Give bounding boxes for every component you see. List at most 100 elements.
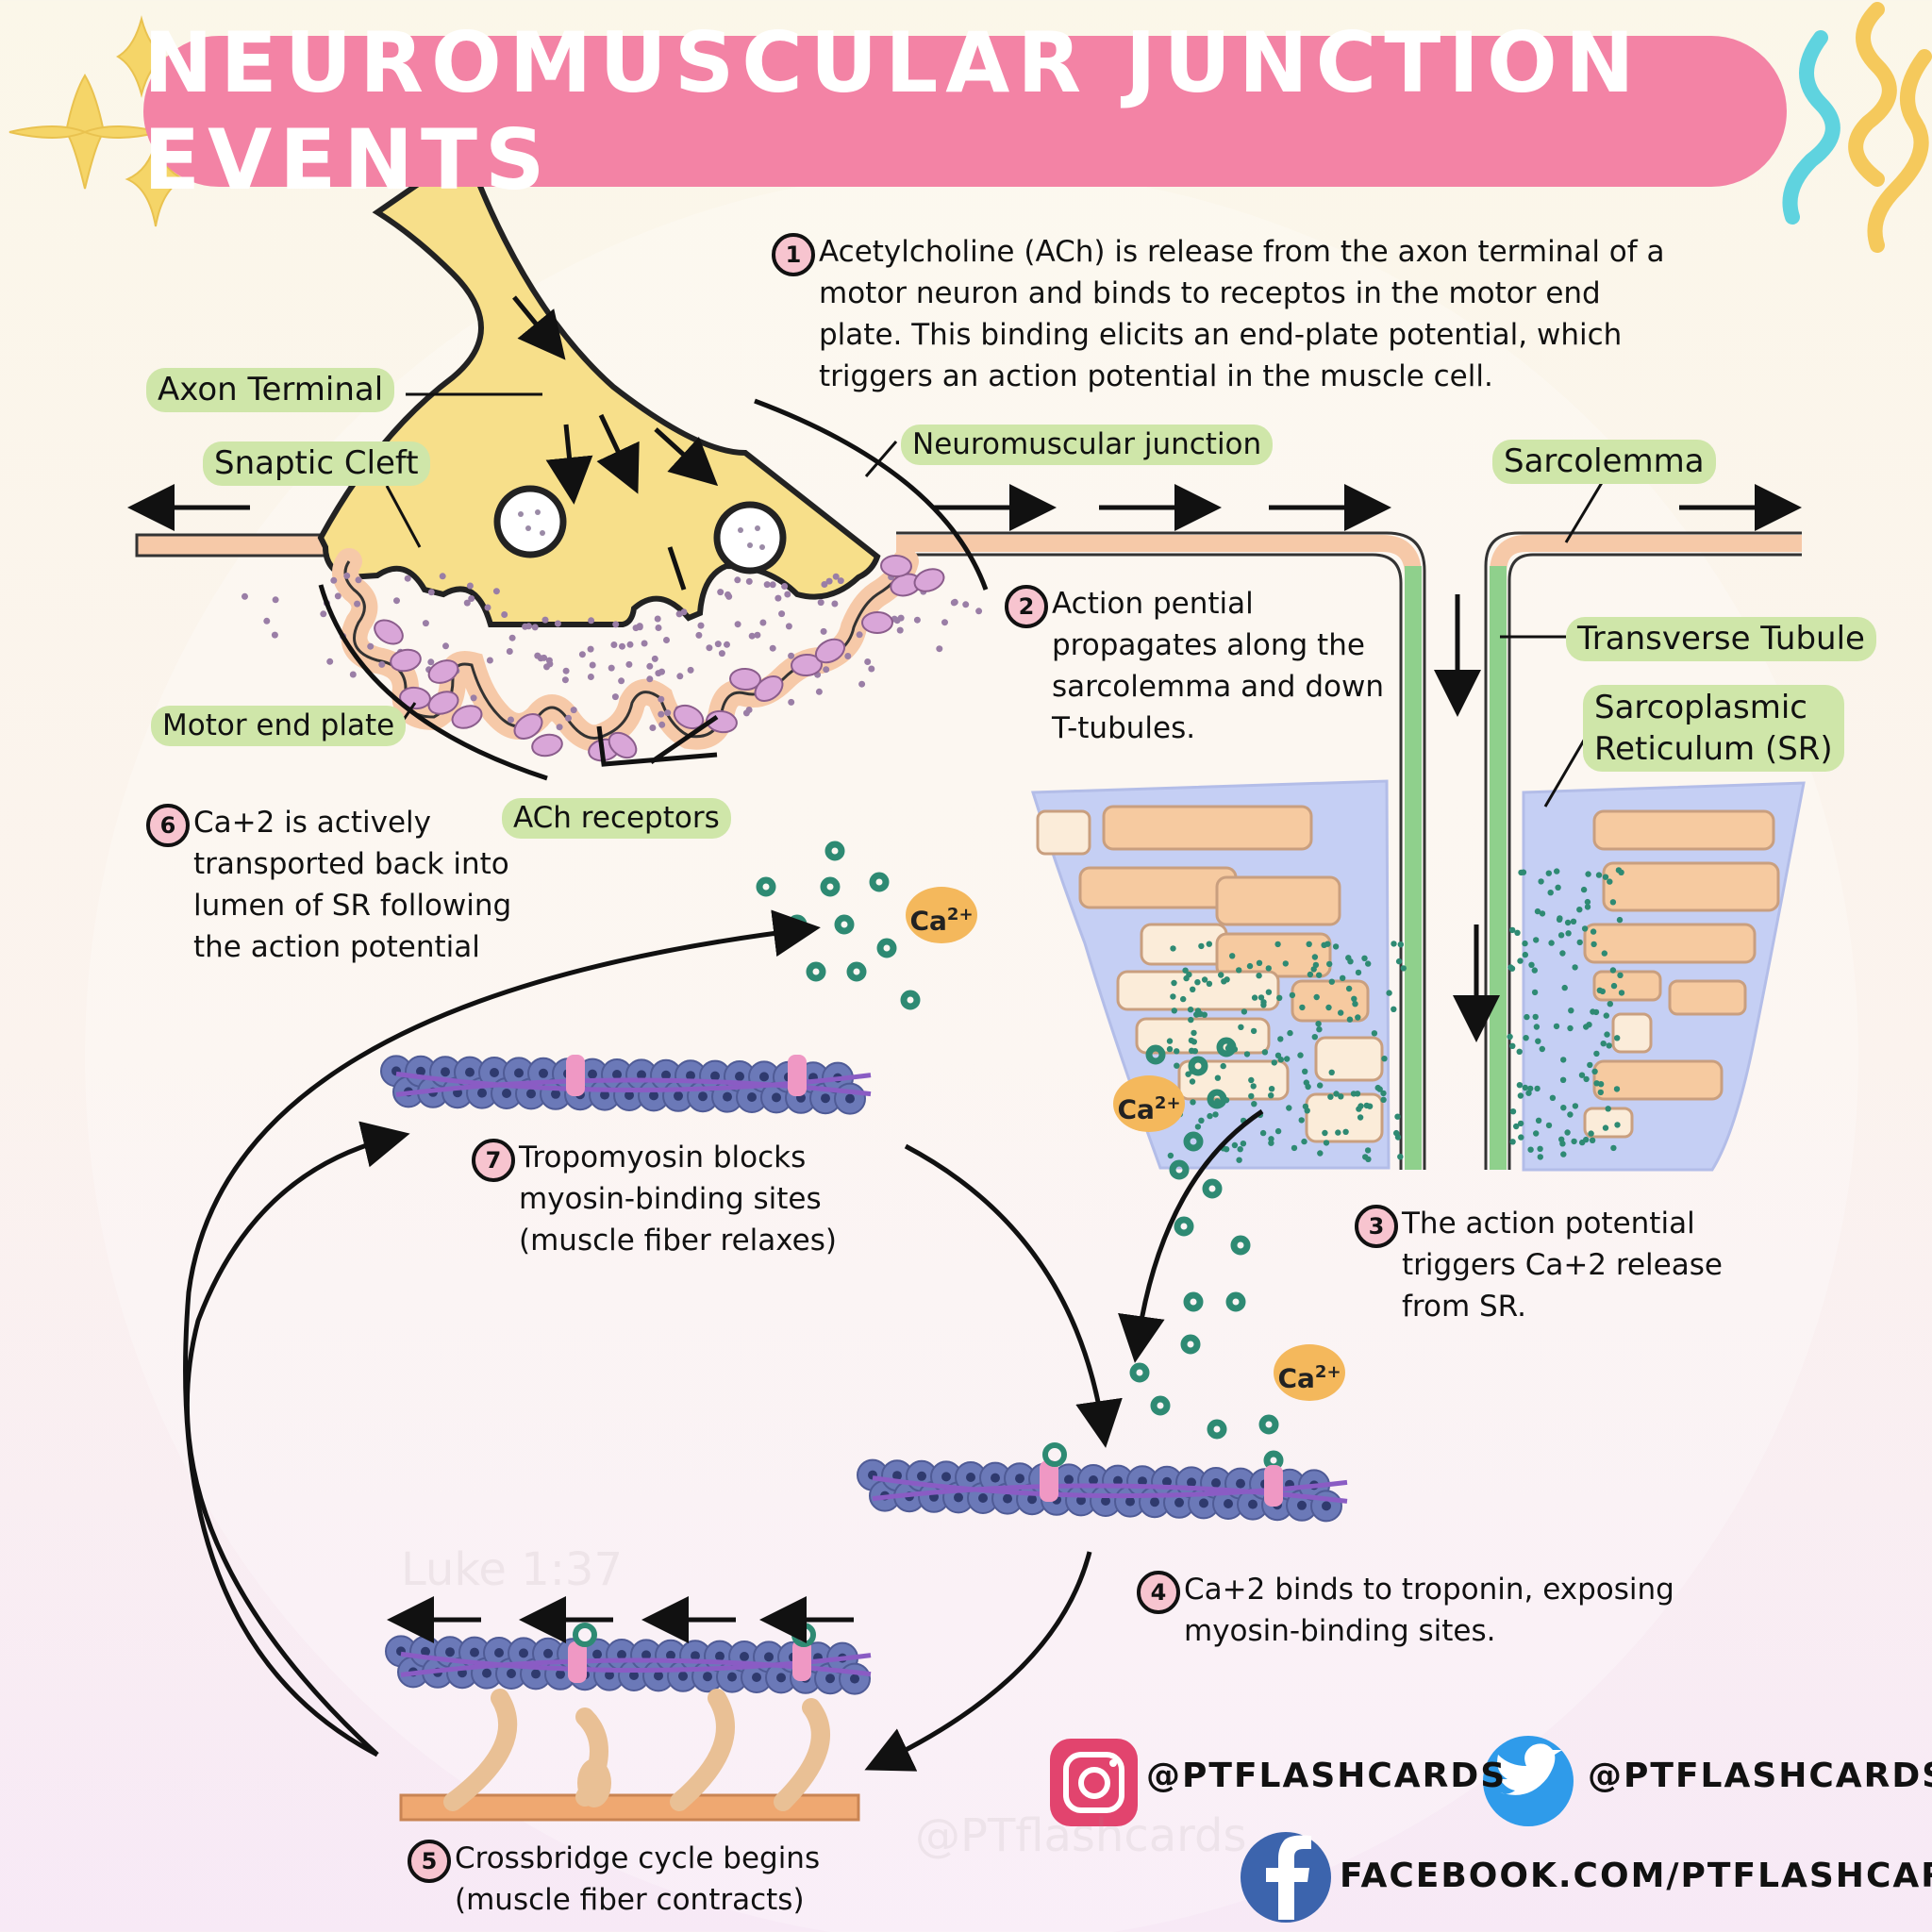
squiggle-icon	[1782, 2, 1932, 253]
sr-calcium-dot	[1362, 1154, 1369, 1160]
sr-calcium-dot	[1224, 976, 1230, 983]
actin-monomer-core	[1015, 1474, 1024, 1484]
sr-calcium-dot	[1595, 872, 1603, 878]
twitter-icon[interactable]	[1483, 1736, 1574, 1826]
actin-monomer-core	[526, 1089, 536, 1099]
sr-calcium-dot	[1241, 1008, 1248, 1015]
ach-molecule	[263, 617, 271, 625]
ach-molecule	[367, 642, 375, 650]
ach-molecule	[565, 714, 572, 722]
sr-calcium-dot	[1327, 1093, 1334, 1100]
calcium-bubble: Ca2+	[906, 887, 977, 943]
calcium-ion	[1225, 1291, 1246, 1312]
ach-molecule	[320, 610, 327, 618]
sr-calcium-dot	[1601, 950, 1608, 957]
actin-monomer-core	[629, 1671, 639, 1680]
sr-calcium-dot	[1571, 1138, 1577, 1145]
sr-calcium-dot	[1609, 967, 1617, 974]
actin-monomer-core	[465, 1067, 475, 1077]
ach-molecule	[466, 582, 474, 590]
sr-calcium-dot	[1581, 925, 1589, 932]
sr-calcium-dot	[1180, 995, 1187, 1003]
sr-calcium-dot	[1194, 1008, 1202, 1014]
sr-calcium-dot	[1240, 1141, 1247, 1147]
ach-molecule	[663, 637, 670, 643]
sr-calcium-dot	[1284, 1056, 1291, 1062]
facebook-icon[interactable]	[1241, 1832, 1331, 1923]
ach-molecule	[823, 666, 830, 674]
sr-calcium-dot	[1535, 1117, 1542, 1124]
calcium-ion	[846, 961, 867, 982]
sr-calcium-dot	[1517, 1092, 1524, 1099]
calcium-ion	[806, 961, 826, 982]
calcium-ion	[1258, 1414, 1279, 1435]
sr-calcium-dot	[1616, 916, 1624, 924]
sr-calcium-dot	[1214, 1074, 1222, 1081]
sr-calcium-dot	[1188, 1016, 1194, 1024]
sr-calcium-dot	[1539, 910, 1546, 917]
sr-calcium-dot	[1560, 1057, 1567, 1063]
sr-calcium-dot	[1287, 1029, 1293, 1037]
sr-calcium-dot	[1533, 1130, 1540, 1137]
actin-monomer-core	[892, 1471, 902, 1481]
instagram-icon[interactable]	[1050, 1739, 1138, 1826]
sr-calcium-dot	[1259, 1129, 1267, 1137]
sr-calcium-dot	[1523, 1035, 1529, 1041]
ach-molecule	[781, 583, 789, 590]
sr-calcium-dot	[1610, 982, 1618, 990]
ach-molecule	[561, 676, 569, 684]
ach-molecule	[858, 680, 866, 688]
twitter-handle[interactable]: @PTFLASHCARDS	[1588, 1757, 1932, 1795]
sr-calcium-dot	[1380, 1090, 1387, 1097]
actin-monomer-core	[661, 1070, 671, 1080]
ach-molecule	[825, 577, 833, 585]
facebook-url[interactable]: FACEBOOK.COM/PTFLASHCARDS	[1340, 1857, 1932, 1895]
actin-monomer-core	[477, 1088, 487, 1098]
ach-molecule	[427, 658, 435, 666]
step-text: Crossbridge cycle begins (muscle fiber c…	[455, 1841, 821, 1918]
step-text: The action potential triggers Ca+2 relea…	[1402, 1207, 1723, 1324]
actin-monomer-core	[978, 1493, 988, 1503]
sr-calcium-dot	[1194, 1124, 1202, 1130]
sr-calcium-dot	[1190, 1099, 1196, 1106]
sr-calcium-dot	[1617, 972, 1624, 979]
sr-calcium-dot	[1585, 871, 1591, 877]
propagation-arrows	[127, 484, 1802, 1042]
sr-calcium-dot	[1590, 1008, 1596, 1015]
sr-calcium-dot	[1238, 1024, 1244, 1031]
actin-monomer-core	[445, 1647, 455, 1657]
sr-calcium-dot	[1170, 945, 1176, 952]
calcium-ion	[1169, 1159, 1190, 1180]
sr-calcium-dots	[1166, 867, 1625, 1163]
ach-molecule	[815, 688, 823, 695]
sr-calcium-dot	[1250, 1083, 1257, 1090]
actin-monomer-core	[1150, 1497, 1159, 1507]
sr-calcium-dot	[1310, 966, 1317, 973]
ach-molecule	[271, 631, 278, 639]
ach-molecule	[784, 591, 791, 598]
sr-calcium-dot	[1303, 1079, 1310, 1086]
ach-molecule	[675, 610, 683, 618]
sr-calcium-dot	[1338, 1009, 1344, 1016]
step-number: 1	[772, 233, 815, 276]
watermark-verse: Luke 1:37	[401, 1543, 623, 1596]
actin-monomer-core	[1162, 1476, 1172, 1487]
ach-molecule	[619, 642, 625, 650]
ach-molecule	[821, 581, 828, 588]
step-text: Tropomyosin blocks myosin-binding sites …	[519, 1141, 838, 1258]
sr-calcium-dot	[1248, 1076, 1255, 1084]
sr-calcium-dot	[1554, 868, 1560, 874]
actin-monomer-core	[674, 1091, 683, 1101]
sr-calcium-dot	[1328, 1069, 1335, 1076]
actin-monomer-core	[470, 1647, 479, 1657]
actin-monomer-core	[1322, 1501, 1331, 1511]
troponin-bound-calcium	[1042, 1442, 1067, 1467]
instagram-handle[interactable]: @PTFLASHCARDS	[1146, 1757, 1507, 1795]
sr-calcium-dot	[1340, 974, 1346, 982]
sr-calcium-dot	[1185, 1071, 1191, 1077]
actin-monomer-core	[416, 1066, 425, 1076]
actin-monomer-core	[531, 1669, 541, 1679]
sr-calcium-dot	[1579, 1139, 1586, 1146]
sr-calcium-dot	[1371, 1030, 1378, 1037]
ach-molecule	[349, 671, 357, 678]
